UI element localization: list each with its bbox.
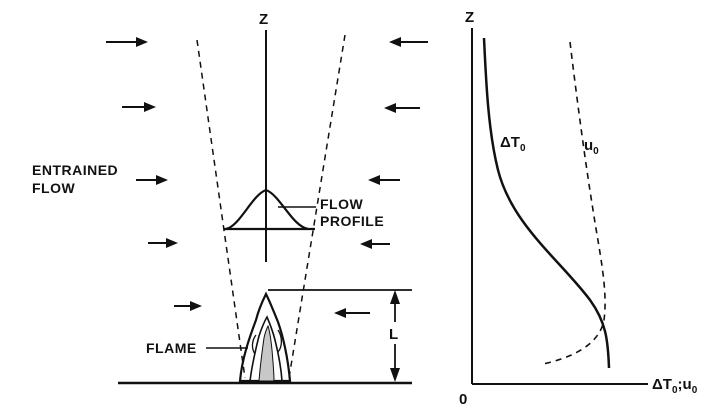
entrained-flow-arrows-left	[106, 37, 202, 311]
arrow-left-icon	[334, 308, 370, 318]
entrained-flow-label: ENTRAINED	[32, 162, 118, 178]
plume-boundary-left	[196, 39, 246, 379]
plume-boundary-right	[288, 34, 346, 379]
flow-profile-label: PROFILE	[320, 213, 384, 229]
centerline-axis-label: Z	[259, 11, 268, 28]
arrow-right-icon	[174, 301, 202, 311]
arrow-left-icon	[384, 103, 420, 113]
flow-profile-curve	[225, 188, 309, 231]
flame-icon	[238, 291, 292, 383]
arrow-down-icon	[390, 368, 400, 382]
flow-profile	[224, 188, 316, 231]
temperature-curve	[482, 37, 611, 369]
arrow-left-icon	[368, 175, 400, 185]
flame-label: FLAME	[146, 340, 197, 356]
arrow-right-icon	[148, 238, 178, 248]
flame-flicker-right	[277, 329, 283, 353]
flame-core	[258, 324, 275, 382]
arrow-right-icon	[136, 175, 168, 185]
temperature-curve-label: ΔT0	[500, 134, 526, 154]
arrow-right-icon	[106, 37, 148, 47]
arrow-up-icon	[390, 290, 400, 304]
flame-height-label-bg	[383, 322, 407, 344]
flame-outer	[238, 291, 292, 383]
velocity-curve	[542, 41, 606, 365]
y-axis-label: Z	[465, 9, 474, 26]
flame-height-dimension	[268, 289, 412, 382]
flame-height-label: L	[389, 326, 398, 343]
flame-flicker-left	[251, 334, 257, 355]
velocity-curve-label: u0	[584, 137, 599, 157]
entrained-flow-label: FLOW	[32, 180, 75, 196]
arrow-right-icon	[122, 102, 156, 112]
plume-schematic: Z FLOW PROFILE FLAME L	[32, 11, 428, 385]
arrow-left-icon	[360, 239, 390, 249]
flame-inner	[249, 315, 283, 382]
arrow-left-icon	[389, 37, 428, 47]
x-axis-label: ΔT0;u0	[652, 376, 698, 396]
origin-label: 0	[459, 391, 467, 405]
entrained-flow-arrows-right	[334, 37, 428, 318]
flow-profile-label: FLOW	[320, 196, 363, 212]
centerline-profiles-graph: Z 0 ΔT0;u0 ΔT0 u0	[459, 9, 698, 405]
